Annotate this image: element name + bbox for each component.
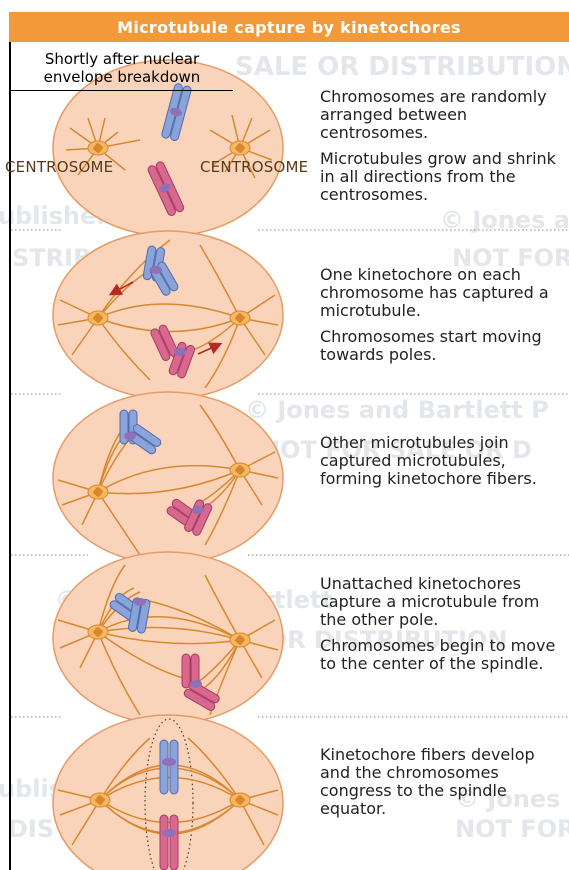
cell-stage-3 (53, 392, 283, 564)
step-text: One kinetochore on each chromosome has c… (320, 266, 568, 320)
step-description-5: Kinetochore fibers develop and the chrom… (320, 746, 568, 826)
centrosome-label-left: CENTROSOME (5, 158, 113, 176)
cell-stage-2 (53, 231, 283, 399)
cell-stage-5 (53, 715, 283, 870)
stage-label: Shortly after nuclear envelope breakdown (11, 50, 233, 91)
step-text: Chromosomes begin to move to the center … (320, 637, 568, 673)
cell-body (53, 392, 283, 564)
step-description-1: Chromosomes are randomly arranged betwee… (320, 88, 568, 212)
step-description-2: One kinetochore on each chromosome has c… (320, 266, 568, 372)
step-text: Unattached kinetochores capture a microt… (320, 575, 568, 629)
step-text: Chromosomes start moving towards poles. (320, 328, 568, 364)
step-text: Other microtubules join captured microtu… (320, 434, 568, 488)
step-text: Microtubules grow and shrink in all dire… (320, 150, 568, 204)
step-description-4: Unattached kinetochores capture a microt… (320, 575, 568, 681)
cell-stage-4 (53, 552, 283, 724)
step-description-3: Other microtubules join captured microtu… (320, 434, 568, 496)
diagram-title: Microtubule capture by kinetochores (9, 12, 569, 42)
centrosome-label-right: CENTROSOME (200, 158, 308, 176)
step-text: Chromosomes are randomly arranged betwee… (320, 88, 568, 142)
step-text: Kinetochore fibers develop and the chrom… (320, 746, 568, 818)
